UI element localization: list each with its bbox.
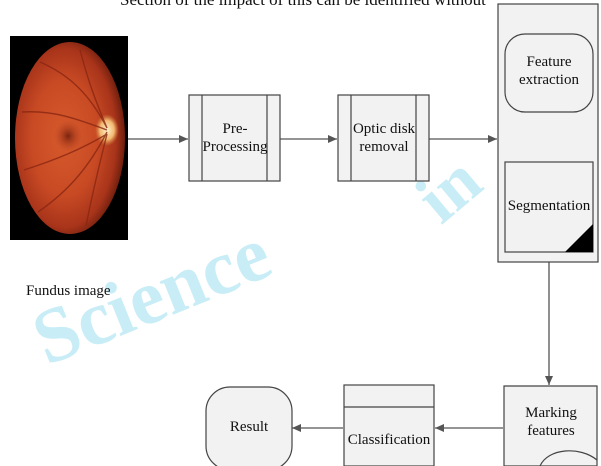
fundus-image <box>10 36 128 240</box>
label-marking-features: Marking features <box>507 404 595 440</box>
fundus-caption: Fundus image <box>26 282 136 300</box>
label-feature-extraction: Feature extraction <box>509 53 589 89</box>
macula <box>54 120 82 152</box>
label-classification: Classification <box>345 431 433 449</box>
label-pre-processing: Pre- Processing <box>200 120 270 156</box>
feature-segmentation-group <box>498 4 598 262</box>
label-optic-disk-removal: Optic disk removal <box>348 120 420 156</box>
label-segmentation: Segmentation <box>503 197 595 215</box>
node-classification <box>344 385 434 466</box>
label-result: Result <box>210 418 288 436</box>
